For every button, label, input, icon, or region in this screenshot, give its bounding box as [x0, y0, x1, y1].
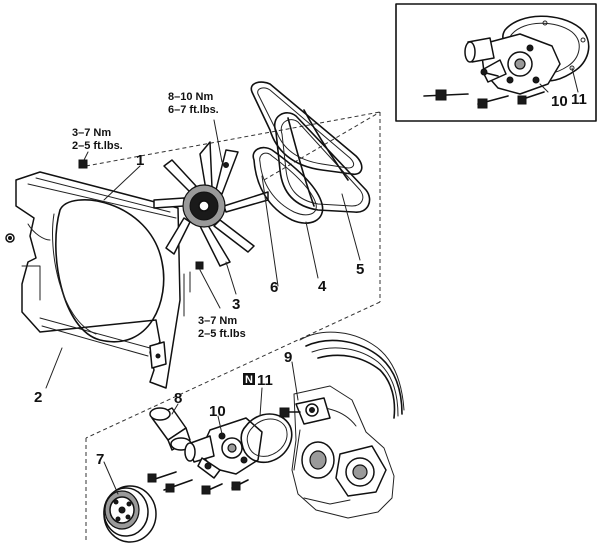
torque-fan-ftlbs: 6–7 ft.lbs.	[168, 104, 219, 116]
new-part-marker: N	[243, 373, 255, 386]
leader-lines	[45, 119, 361, 495]
callout-6: 6	[270, 279, 278, 296]
callout-10-inset: 10	[551, 93, 568, 110]
inset-bolts	[423, 68, 545, 109]
callout-2: 2	[34, 389, 42, 406]
thermostat-bolt	[279, 407, 301, 418]
new-part-letter: N	[245, 374, 253, 386]
fan-shroud	[5, 171, 181, 389]
callout-10: 10	[209, 403, 226, 420]
shroud-bolt-side	[183, 261, 204, 317]
engine-block	[291, 331, 405, 519]
inset-water-pump	[464, 33, 561, 95]
callout-9: 9	[284, 349, 292, 366]
drive-belts	[250, 81, 371, 224]
torque-shroud-top-ftlbs: 2–5 ft.lbs.	[72, 140, 123, 152]
callout-1: 1	[136, 152, 144, 169]
torque-fan-nm: 8–10 Nm	[168, 91, 213, 103]
cooling-fan	[153, 141, 269, 267]
callout-4: 4	[318, 278, 327, 295]
water-pump	[184, 417, 263, 479]
callout-11-inset: 11	[571, 91, 587, 108]
callout-8: 8	[174, 390, 182, 407]
torque-shroud-side-ftlbs: 2–5 ft.lbs	[198, 328, 246, 340]
pulley	[103, 485, 157, 543]
callout-5: 5	[356, 261, 364, 278]
torque-shroud-side-nm: 3–7 Nm	[198, 315, 237, 327]
assembly-outline	[85, 111, 381, 540]
callout-3: 3	[232, 296, 240, 313]
torque-shroud-top-nm: 3–7 Nm	[72, 127, 111, 139]
callout-11: 11	[257, 372, 273, 389]
shroud-bolt-top	[78, 159, 88, 169]
inset-box	[395, 3, 597, 122]
water-outlet-fitting	[149, 407, 192, 451]
callout-7: 7	[96, 451, 104, 468]
water-pump-bolts	[147, 471, 249, 495]
